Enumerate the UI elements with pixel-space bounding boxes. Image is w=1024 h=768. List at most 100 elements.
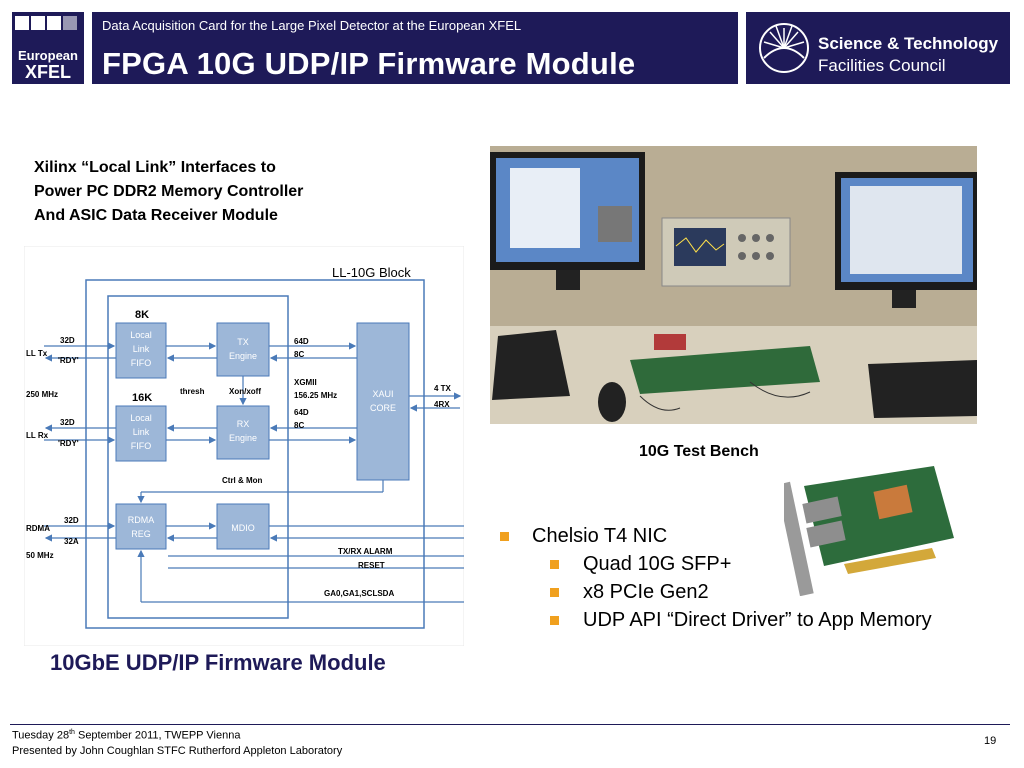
photo-window — [850, 186, 962, 274]
diagram-title: LL-10G Block — [332, 265, 411, 280]
rx-fifo-label: Local — [130, 413, 152, 423]
photo-monitor-stand — [556, 270, 580, 290]
list-item-text: Chelsio T4 NIC — [532, 525, 668, 547]
chelsio-nic-image — [784, 466, 954, 596]
page-title: FPGA 10G UDP/IP Firmware Module — [102, 46, 636, 81]
photo-window — [598, 206, 632, 242]
logo-square — [47, 16, 61, 30]
tx-fifo-label: Local — [130, 330, 152, 340]
tx-fifo-size: 8K — [135, 309, 149, 321]
rx-fifo-size: 16K — [132, 392, 152, 404]
tx-fifo-label: FIFO — [131, 358, 152, 368]
bullet-square-icon — [500, 532, 509, 541]
intro-line: Power PC DDR2 Memory Controller — [34, 183, 304, 200]
rx-engine-label: Engine — [229, 433, 257, 443]
logo-square — [31, 16, 45, 30]
signal-label: thresh — [180, 387, 205, 396]
ll-10g-outer-frame — [85, 279, 425, 629]
tx-fifo-label: Link — [133, 344, 150, 354]
logo-text-european: European — [18, 48, 78, 63]
signal-label: 64D — [294, 408, 309, 417]
photo-window — [510, 168, 580, 248]
list-item-text: x8 PCIe Gen2 — [583, 581, 709, 603]
signal-label: 8C — [294, 421, 304, 430]
bullet-square-icon — [550, 588, 559, 597]
signal-label: 8C — [294, 350, 304, 359]
signal-label: XGMII — [294, 378, 317, 387]
signal-label: TX/RX ALARM — [338, 547, 393, 556]
ll-10g-inner-frame — [107, 295, 289, 619]
mdio-block — [216, 503, 270, 550]
photo-cables — [639, 381, 811, 411]
nic-heatsink — [873, 484, 913, 520]
signal-label: LL Tx — [26, 349, 48, 358]
photo-scope-knob — [738, 234, 746, 242]
signal-label: 50 MHz — [26, 551, 54, 560]
signal-label: Xon/xoff — [229, 387, 261, 396]
footer-date: Tuesday 28th September 2011, TWEPP Vienn… — [12, 729, 240, 742]
photo-scope-knob — [766, 234, 774, 242]
list-item-text: Quad 10G SFP+ — [583, 553, 732, 575]
signal-label: 'RDY' — [58, 439, 79, 448]
photo-scope-knob — [752, 234, 760, 242]
photo-scope-knob — [738, 252, 746, 260]
photo-keyboard-left — [492, 330, 570, 400]
nic-bracket — [784, 481, 814, 596]
signal-label: 250 MHz — [26, 390, 58, 399]
signal-label: 32D — [60, 336, 75, 345]
tx-engine-label: Engine — [229, 351, 257, 361]
signal-label: Ctrl & Mon — [222, 476, 263, 485]
ll-10g-block-diagram: LL-10G Block 8K 16K Local Link FIFO Loca… — [24, 246, 464, 646]
photo-scope-trace — [675, 237, 725, 253]
footer-presenter: Presented by John Coughlan STFC Rutherfo… — [12, 745, 343, 757]
photo-scope-knob — [766, 252, 774, 260]
signal-label: 'RDY' — [58, 356, 79, 365]
logo-square — [15, 16, 29, 30]
signal-label: 4 TX — [434, 384, 452, 393]
nic-sfp-cage — [806, 520, 846, 548]
header-bar: Data Acquisition Card for the Large Pixe… — [92, 12, 738, 84]
xaui-label: XAUI — [372, 389, 393, 399]
rx-fifo-label: FIFO — [131, 441, 152, 451]
photo-monitor-stand — [892, 290, 916, 308]
intro-line: And ASIC Data Receiver Module — [34, 207, 278, 224]
nic-pcie-connector — [844, 548, 936, 574]
stfc-name-line1: Science & Technology — [818, 34, 999, 53]
stfc-sunburst-icon — [759, 23, 809, 73]
rx-fifo-label: Link — [133, 427, 150, 437]
stfc-name-line2: Facilities Council — [818, 56, 946, 75]
european-xfel-logo: European XFEL — [12, 12, 84, 84]
footer-date-text: September 2011, TWEPP Vienna — [74, 729, 241, 742]
rdma-label: RDMA — [128, 515, 155, 525]
diagram-caption: 10GbE UDP/IP Firmware Module — [50, 650, 386, 675]
rdma-label: REG — [131, 529, 151, 539]
signal-label: RESET — [358, 561, 385, 570]
rx-engine-label: RX — [237, 419, 250, 429]
page-number: 19 — [984, 735, 997, 747]
footer-date-text: Tuesday 28 — [12, 729, 70, 742]
bullet-square-icon — [550, 560, 559, 569]
signal-label: 4RX — [434, 400, 450, 409]
rx-engine-block — [216, 405, 270, 460]
rx-fifo-block — [115, 405, 167, 462]
xaui-label: CORE — [370, 403, 396, 413]
list-item-text: UDP API “Direct Driver” to App Memory — [583, 609, 932, 631]
photo-caption: 10G Test Bench — [639, 443, 759, 460]
signal-label: GA0,GA1,SCLSDA — [324, 589, 394, 598]
signal-label: RDMA — [26, 524, 50, 533]
xaui-core-block — [356, 322, 410, 481]
footer-divider — [10, 724, 1010, 725]
header-subtitle: Data Acquisition Card for the Large Pixe… — [102, 18, 522, 33]
signal-label: 156.25 MHz — [294, 391, 337, 400]
signal-label: 64D — [294, 337, 309, 346]
tx-engine-block — [216, 322, 270, 377]
logo-text-xfel: XFEL — [24, 62, 71, 82]
rdma-reg-block — [115, 503, 167, 550]
signal-label: 32D — [60, 418, 75, 427]
bullet-square-icon — [550, 616, 559, 625]
signal-label: 32D — [64, 516, 79, 525]
photo-red-device — [654, 334, 686, 350]
signal-label: LL Rx — [26, 431, 49, 440]
logo-square — [63, 16, 77, 30]
tx-engine-label: TX — [237, 337, 249, 347]
